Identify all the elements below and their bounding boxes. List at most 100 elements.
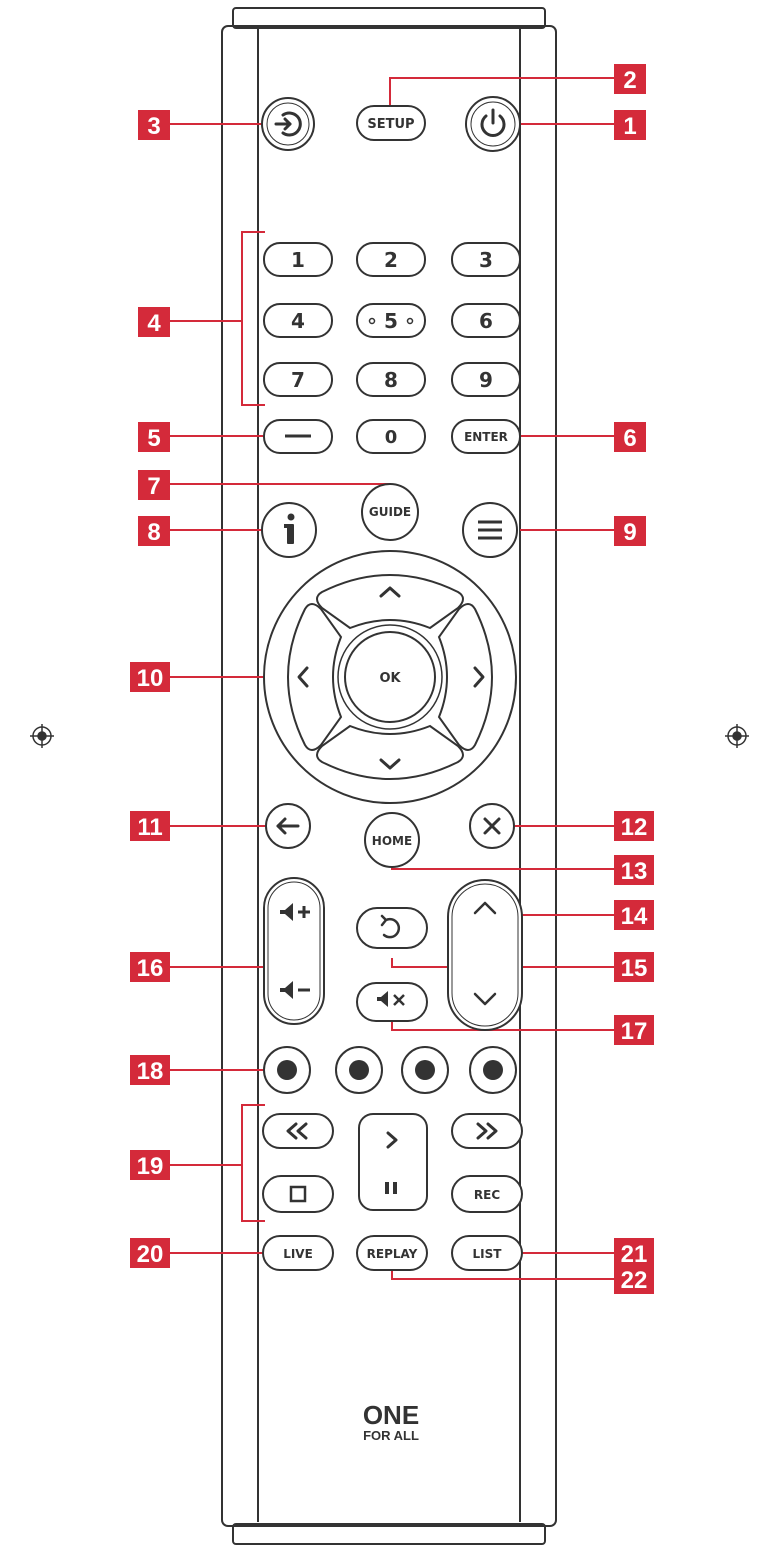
chevron-left-icon	[297, 666, 309, 688]
callout-18: 18	[130, 1055, 170, 1085]
svg-text:9: 9	[479, 368, 493, 392]
fast-forward-button[interactable]	[451, 1113, 523, 1149]
brand-logo: ONE FOR ALL	[363, 1400, 419, 1443]
back-arrow-icon	[276, 817, 300, 835]
callout-21: 21	[614, 1238, 654, 1268]
tactile-dot-right	[406, 317, 414, 325]
svg-text:1: 1	[291, 248, 305, 272]
menu-button[interactable]	[462, 502, 518, 558]
volume-down-icon	[280, 981, 310, 999]
last-channel-icon	[380, 914, 401, 939]
ok-button[interactable]: OK	[344, 631, 436, 723]
guide-button[interactable]: GUIDE	[361, 483, 419, 541]
home-button[interactable]: HOME	[364, 812, 420, 868]
callout-15: 15	[614, 952, 654, 982]
svg-text:21: 21	[621, 1241, 648, 1268]
digit-3-button[interactable]: 3	[451, 242, 521, 277]
color-button-2[interactable]	[335, 1046, 383, 1094]
back-button[interactable]	[265, 803, 311, 849]
close-icon	[483, 817, 501, 835]
svg-text:11: 11	[137, 814, 162, 841]
list-button[interactable]: LIST	[451, 1235, 523, 1271]
digit-9-button[interactable]: 9	[451, 362, 521, 397]
digit-2-button[interactable]: 2	[356, 242, 426, 277]
dpad-right-button[interactable]	[437, 603, 493, 751]
channel-down-button[interactable]	[473, 992, 497, 1006]
ok-ring	[337, 624, 443, 730]
svg-text:20: 20	[137, 1241, 164, 1268]
color-button-4[interactable]	[469, 1046, 517, 1094]
color-button-3[interactable]	[401, 1046, 449, 1094]
dpad-left-button[interactable]	[287, 603, 343, 751]
tactile-dot-left	[368, 317, 376, 325]
replay-button[interactable]: REPLAY	[356, 1235, 428, 1271]
svg-text:8: 8	[384, 368, 398, 392]
channel-down-icon	[473, 992, 497, 1006]
replay-label: REPLAY	[367, 1247, 418, 1261]
live-button[interactable]: LIVE	[262, 1235, 334, 1271]
setup-button[interactable]: SETUP	[356, 105, 426, 141]
callout-1: 1	[614, 110, 646, 140]
svg-text:18: 18	[137, 1058, 164, 1085]
channel-up-button[interactable]	[473, 901, 497, 915]
callout-12: 12	[614, 811, 654, 841]
callout-11: 11	[130, 811, 170, 841]
svg-text:2: 2	[623, 67, 636, 94]
logo-line-2: FOR ALL	[363, 1428, 419, 1443]
callout-labels: 1 2 3 4 5 6 7 8 9 10 11 12 13 14 15 16 1…	[130, 64, 654, 1294]
d-pad: OK	[263, 550, 517, 804]
svg-text:22: 22	[621, 1267, 648, 1294]
stop-button[interactable]	[262, 1175, 334, 1213]
rewind-button[interactable]	[262, 1113, 334, 1149]
setup-label: SETUP	[367, 117, 414, 132]
dpad-up-button[interactable]	[316, 574, 464, 630]
svg-text:4: 4	[147, 310, 161, 337]
channel-rocker	[447, 879, 523, 1031]
mute-icon	[377, 991, 405, 1007]
color-buttons	[263, 1046, 517, 1094]
callout-8: 8	[138, 516, 170, 546]
callout-2: 2	[614, 64, 646, 94]
dpad-down-button[interactable]	[316, 724, 464, 780]
digit-5-button[interactable]: 5	[356, 303, 426, 338]
svg-text:6: 6	[479, 309, 493, 333]
svg-text:5: 5	[384, 309, 398, 333]
svg-text:7: 7	[291, 368, 305, 392]
svg-text:14: 14	[621, 903, 648, 930]
enter-label: ENTER	[464, 430, 508, 444]
exit-button[interactable]	[469, 803, 515, 849]
info-icon	[284, 513, 295, 544]
digit-6-button[interactable]: 6	[451, 303, 521, 338]
digit-1-button[interactable]: 1	[263, 242, 333, 277]
svg-text:13: 13	[621, 858, 648, 885]
last-channel-button[interactable]	[356, 907, 428, 949]
svg-text:2: 2	[384, 248, 398, 272]
play-pause-button[interactable]	[358, 1113, 428, 1211]
guide-label: GUIDE	[369, 505, 411, 519]
play-icon	[386, 1131, 398, 1149]
info-button[interactable]	[261, 502, 317, 558]
input-button[interactable]	[261, 97, 315, 151]
digit-8-button[interactable]: 8	[356, 362, 426, 397]
svg-text:5: 5	[147, 425, 160, 452]
dash-button[interactable]	[263, 419, 333, 454]
digit-7-button[interactable]: 7	[263, 362, 333, 397]
enter-button[interactable]: ENTER	[451, 419, 521, 454]
callout-7: 7	[138, 470, 170, 500]
rec-button[interactable]: REC	[451, 1175, 523, 1213]
digit-0-button[interactable]: 0	[356, 419, 426, 454]
volume-down-button[interactable]	[268, 952, 320, 1020]
svg-text:1: 1	[623, 113, 636, 140]
digit-4-button[interactable]: 4	[263, 303, 333, 338]
power-button[interactable]	[465, 96, 521, 152]
pause-icon	[385, 1182, 397, 1194]
callout-14: 14	[614, 900, 654, 930]
svg-text:3: 3	[147, 113, 160, 140]
volume-up-button[interactable]	[268, 882, 320, 950]
svg-text:12: 12	[621, 814, 648, 841]
color-button-1[interactable]	[263, 1046, 311, 1094]
mute-button[interactable]	[356, 982, 428, 1022]
svg-text:19: 19	[137, 1153, 164, 1180]
remote-body	[221, 7, 557, 1545]
chevron-up-icon	[379, 586, 401, 598]
